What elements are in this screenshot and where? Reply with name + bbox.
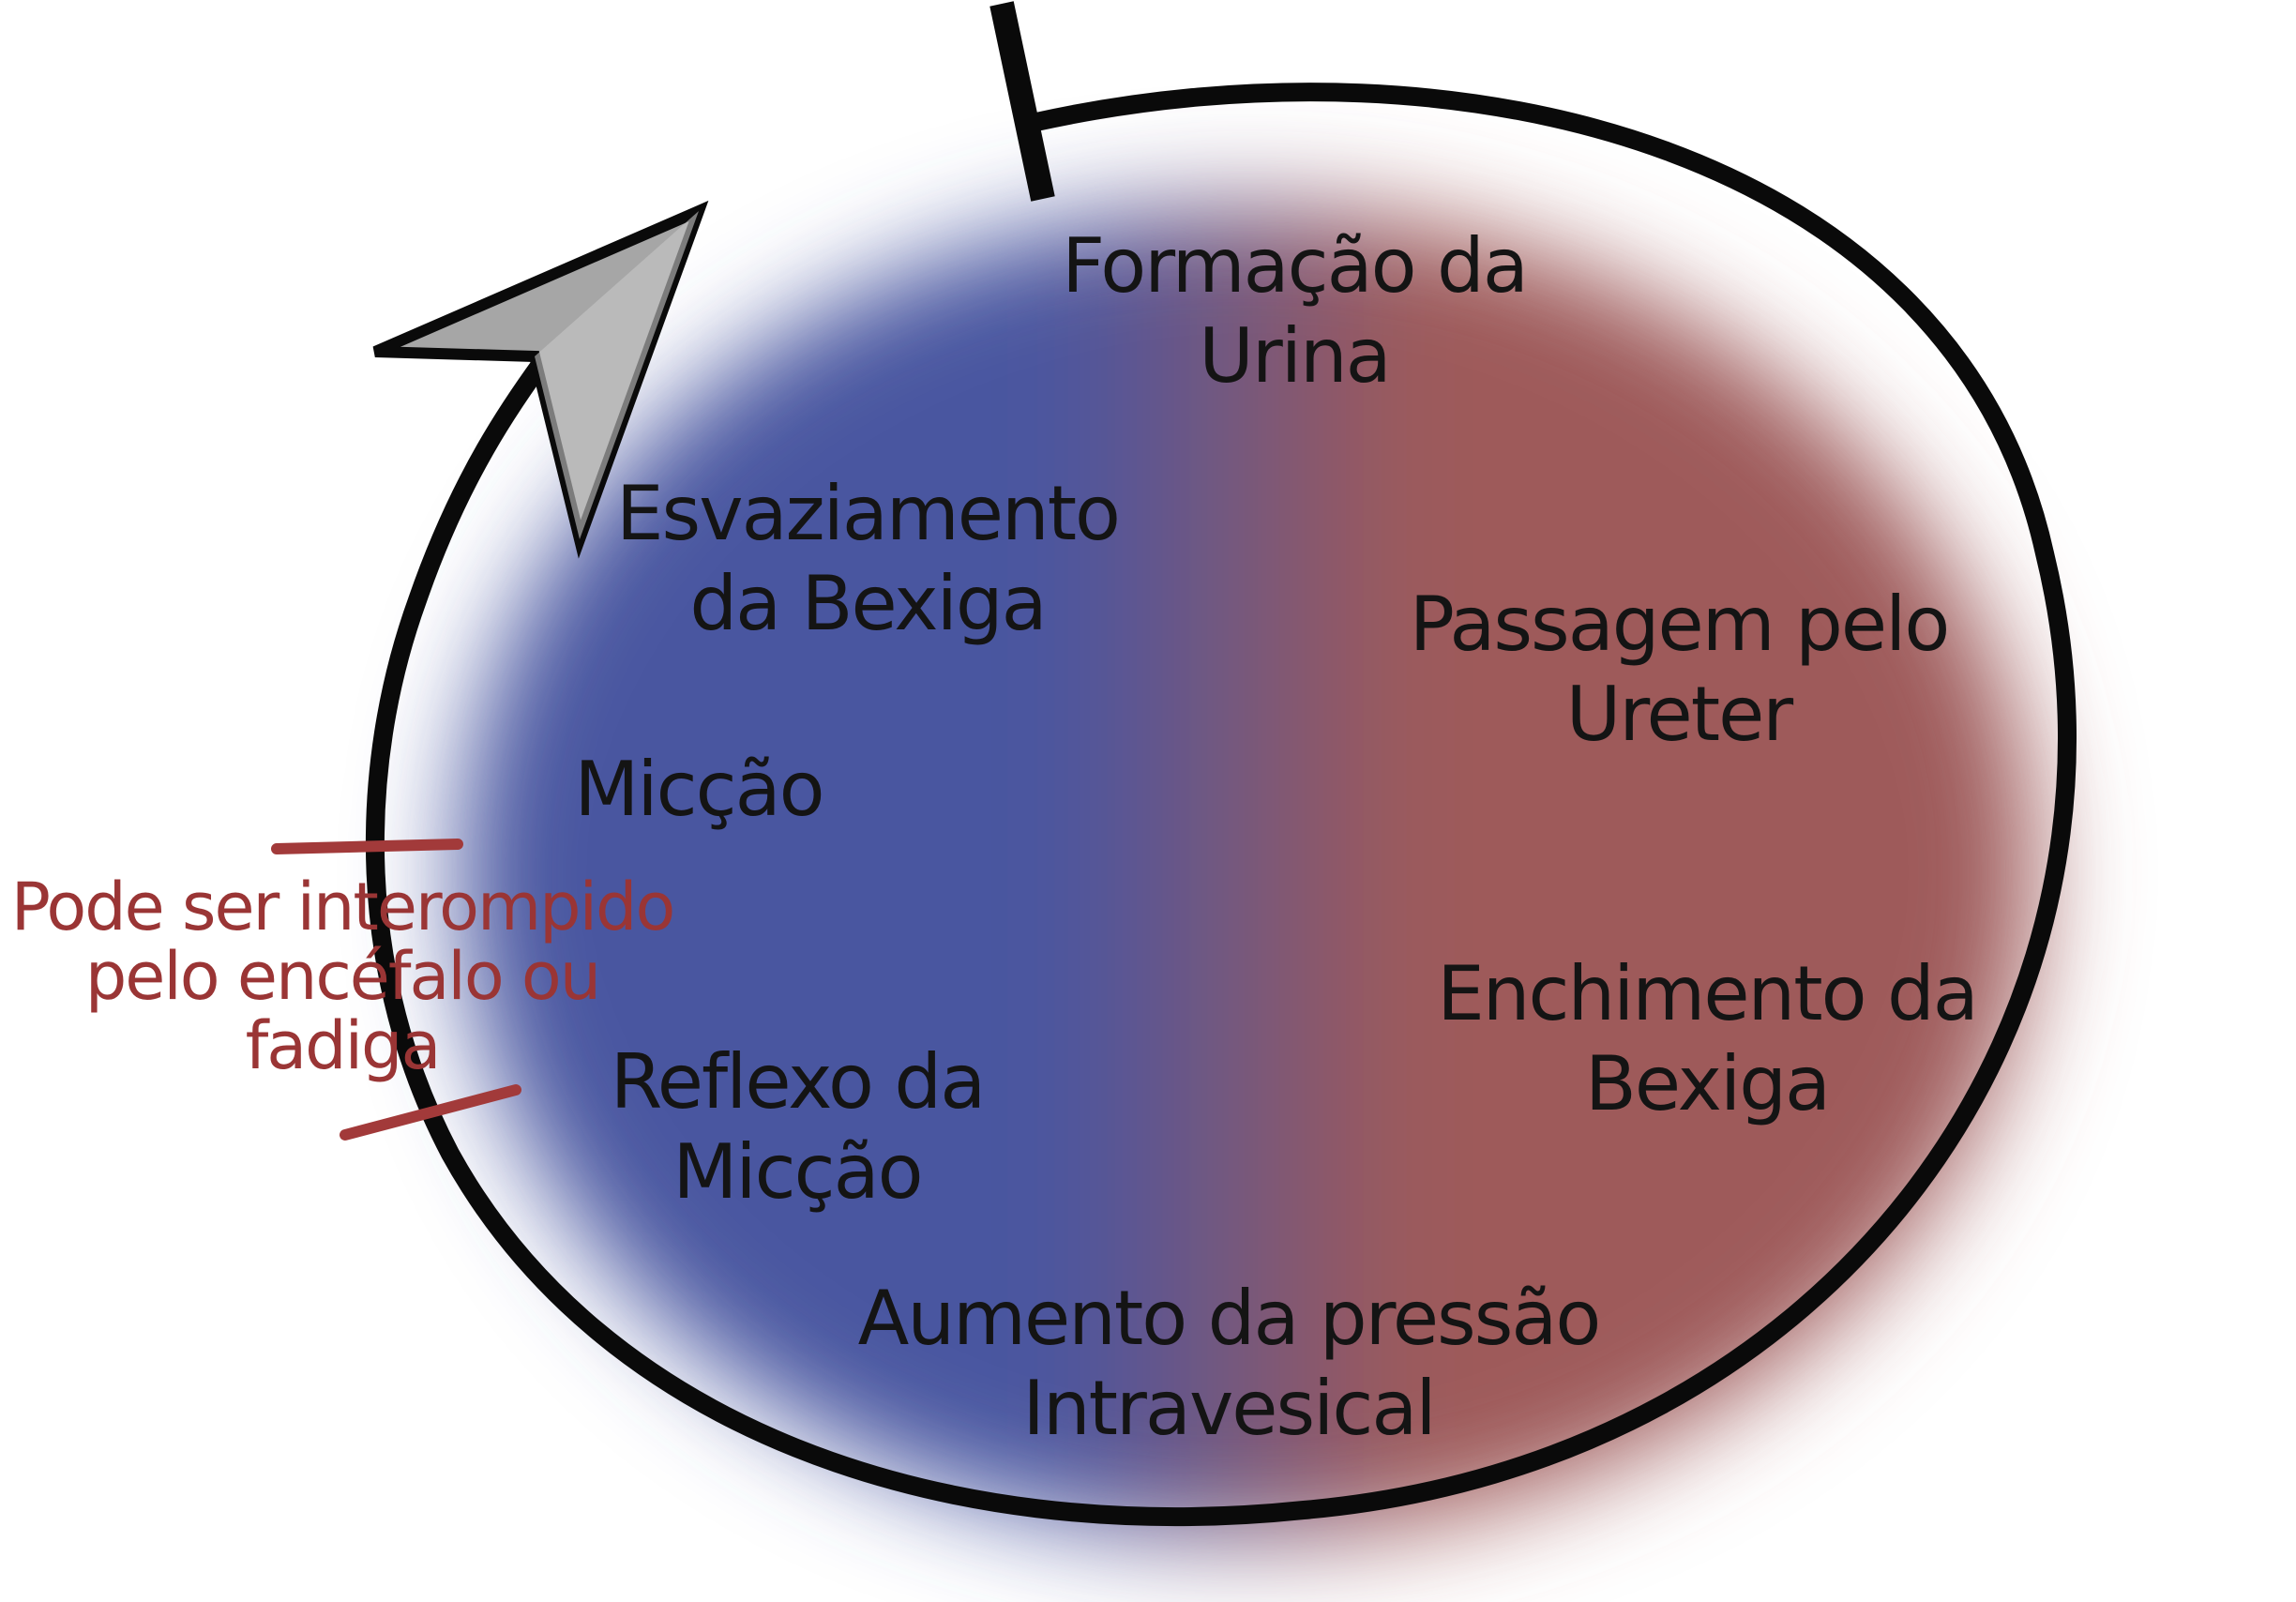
stage-esvaziamento-line2: da Bexiga xyxy=(689,560,1047,647)
stage-reflexo-line1: Reflexo da xyxy=(610,1038,986,1126)
stage-passagem-pelo-ureter: Passagem pelo Ureter xyxy=(1341,580,2017,760)
cycle-arrow-outline xyxy=(365,83,2077,1527)
stage-reflexo-da-miccao: Reflexo da Micção xyxy=(535,1037,1060,1217)
stage-passagem-line2: Ureter xyxy=(1565,671,1793,758)
stage-aumento-line2: Intravesical xyxy=(1022,1365,1436,1452)
stage-formacao-line1: Formação da xyxy=(1062,222,1529,310)
stage-enchimento-da-bexiga: Enchimento da Bexiga xyxy=(1369,949,2045,1129)
interruption-line-top xyxy=(271,839,463,854)
stage-reflexo-line2: Micção xyxy=(672,1128,923,1216)
interruption-note: Pode ser interompido pelo encéfalo ou fa… xyxy=(0,872,685,1081)
interruption-line-bottom xyxy=(340,1084,521,1141)
stage-passagem-line1: Passagem pelo xyxy=(1409,581,1951,668)
stage-esvaziamento-da-bexiga: Esvaziamento da Bexiga xyxy=(582,469,1154,649)
stage-formacao-da-urina: Formação da Urina xyxy=(975,221,1613,401)
cycle-start-tick xyxy=(989,1,1055,202)
cycle-fill xyxy=(460,206,2035,1538)
stage-aumento-line1: Aumento da pressão xyxy=(857,1275,1602,1362)
stage-formacao-line2: Urina xyxy=(1199,312,1391,400)
stage-enchimento-line2: Bexiga xyxy=(1584,1040,1831,1127)
arrowhead-highlight xyxy=(535,211,699,539)
stage-miccao: Micção xyxy=(521,745,877,835)
stage-aumento-da-pressao: Aumento da pressão Intravesical xyxy=(807,1274,1651,1454)
interruption-note-line2: pelo encéfalo ou xyxy=(84,938,601,1015)
interruption-note-line1: Pode ser interompido xyxy=(10,869,676,945)
stage-enchimento-line1: Enchimento da xyxy=(1437,950,1979,1037)
interruption-note-line3: fadiga xyxy=(245,1007,442,1084)
stage-esvaziamento-line1: Esvaziamento xyxy=(616,470,1121,557)
stage-miccao-line1: Micção xyxy=(574,746,824,833)
